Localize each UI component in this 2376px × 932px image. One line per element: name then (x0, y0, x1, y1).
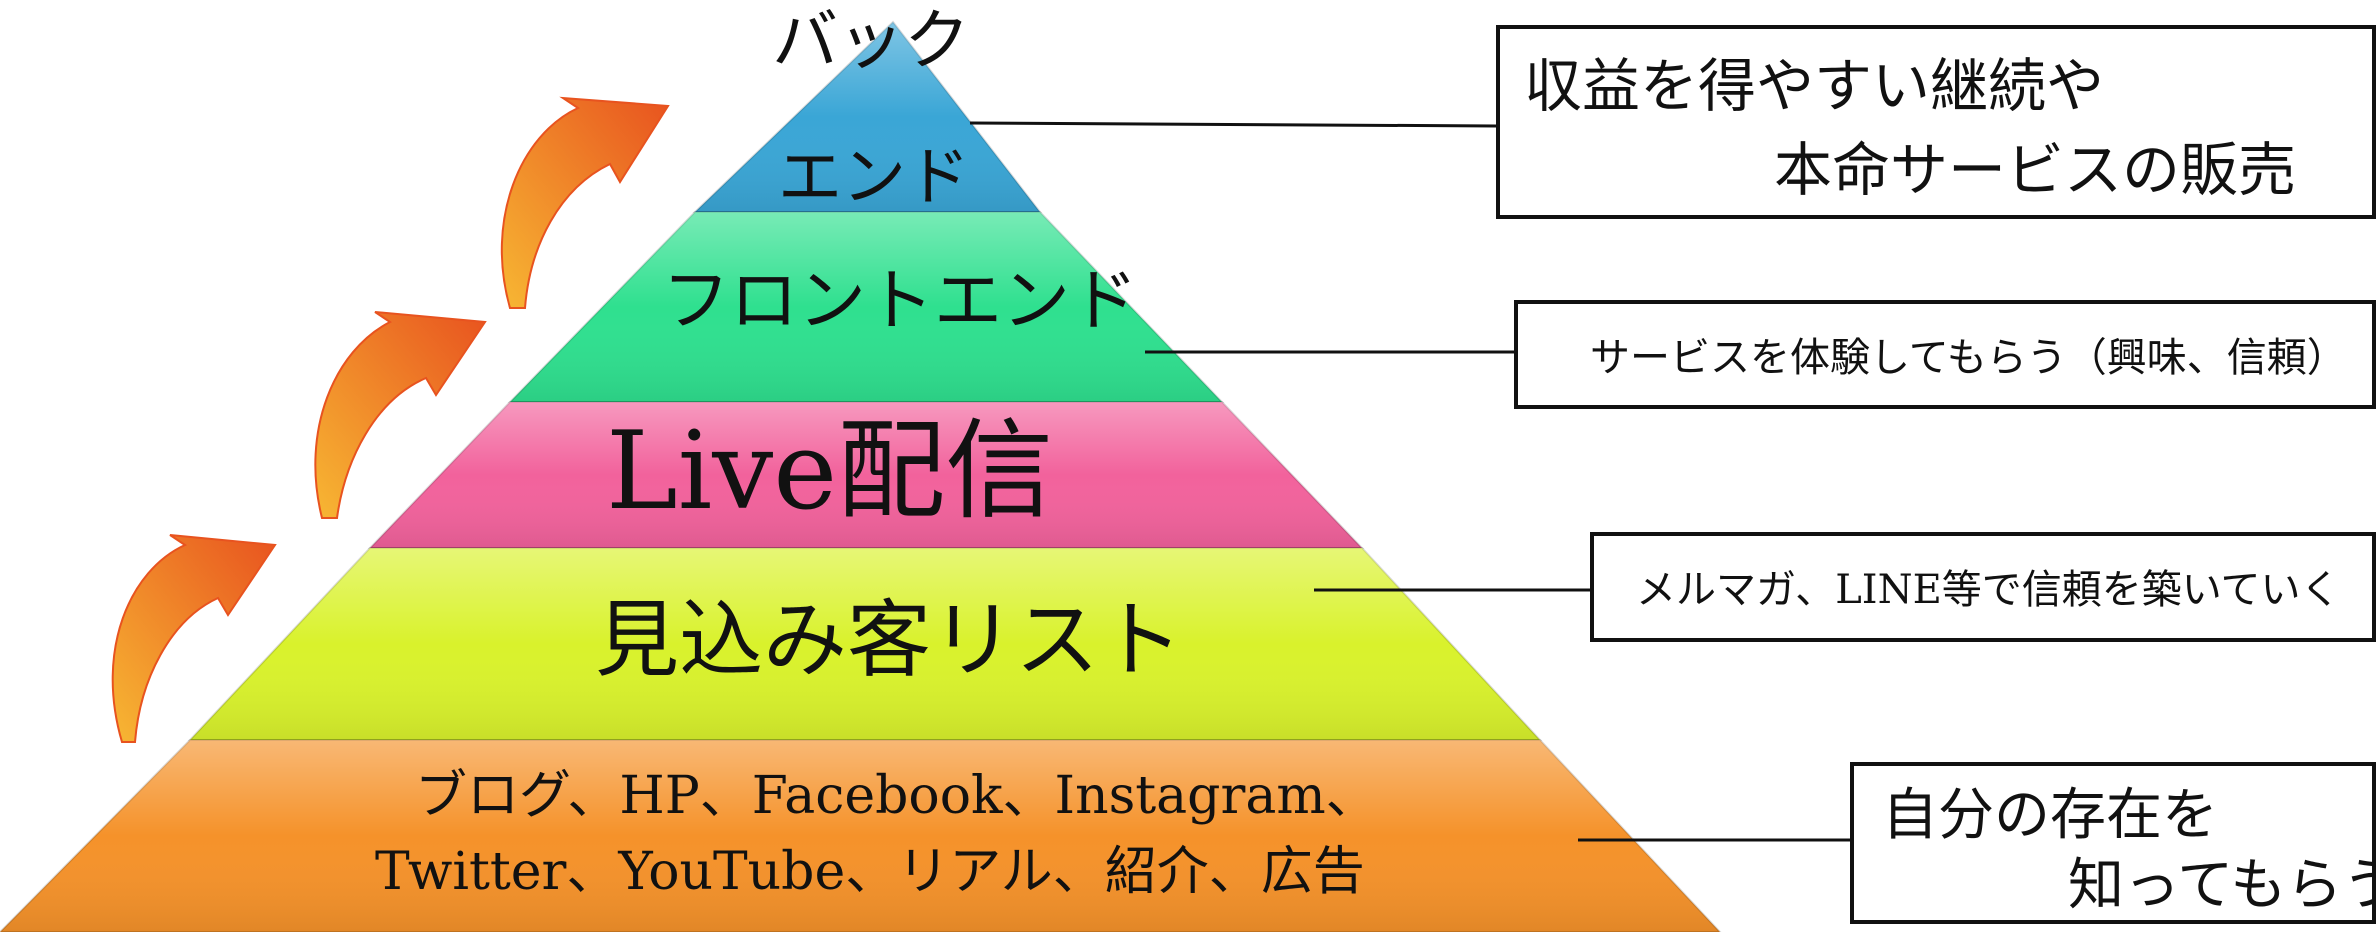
growth-arrow-icon (314, 311, 487, 519)
callout-prospect-list-line1: メルマガ、LINE等で信頼を築いていく (1636, 567, 2341, 613)
tier-label-channels-line1: ブログ、HP、Facebook、Instagram、 (415, 766, 1378, 826)
tier-label-prospect-list: 見込み客リスト (595, 591, 1184, 689)
growth-arrow-icon (111, 534, 277, 743)
callout-prospect-list: メルマガ、LINE等で信頼を築いていく (1590, 532, 2376, 642)
tier-label-channels-line2: Twitter、YouTube、リアル、紹介、広告 (375, 842, 1365, 902)
tier-label-live-streaming: Live配信 (606, 409, 1054, 534)
callout-front-end-line1: サービスを体験してもらう（興味、信頼） (1590, 335, 2347, 381)
connector-line-back-end (969, 121, 1497, 128)
callout-channels-line2: 知ってもらう (2068, 853, 2376, 918)
callout-back-end-line1: 収益を得やすい継続や (1524, 52, 2105, 120)
callout-front-end: サービスを体験してもらう（興味、信頼） (1514, 300, 2376, 409)
callout-channels: 自分の存在を 知ってもらう (1850, 762, 2376, 924)
callout-back-end-line2: 本命サービスの販売 (1774, 136, 2297, 204)
tier-label-back-end-line2: エンド (778, 141, 970, 215)
callout-back-end: 収益を得やすい継続や 本命サービスの販売 (1496, 25, 2376, 219)
tier-label-front-end: フロントエンド (662, 262, 1139, 341)
tier-label-back-end-line1: バック (772, 2, 970, 79)
growth-arrow-icon (500, 96, 670, 309)
callout-channels-line1: 自分の存在を (1882, 783, 2218, 848)
